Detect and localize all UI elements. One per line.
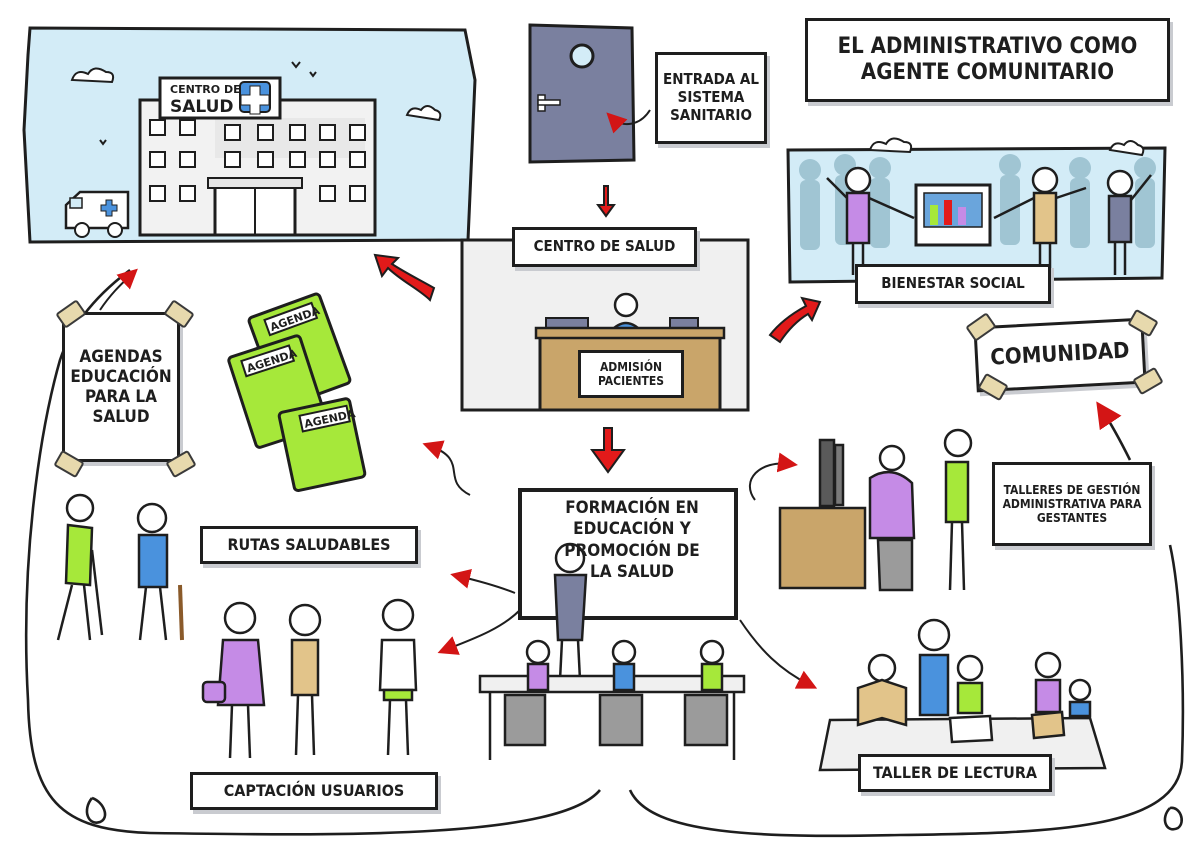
man-with-cane	[136, 502, 184, 641]
main-title-text: EL ADMINISTRATIVO COMO AGENTE COMUNITARI…	[837, 34, 1138, 85]
arrow-door-to-center	[596, 185, 616, 218]
people-holding-hands	[826, 166, 1152, 275]
cloud-icon	[868, 137, 913, 154]
cloud-icon	[70, 67, 442, 122]
small-arrows	[99, 268, 818, 689]
arrow-to-hospital	[373, 253, 436, 302]
social-label-text: BIENESTAR SOCIAL	[881, 274, 1025, 293]
social-label: BIENESTAR SOCIAL	[855, 264, 1051, 304]
recruitment-people	[201, 598, 418, 759]
picture-frame-icon	[914, 183, 992, 247]
training-label: FORMACIÓN EN EDUCACIÓN Y PROMOCIÓN DE LA…	[552, 498, 712, 610]
training-label-text: FORMACIÓN EN EDUCACIÓN Y PROMOCIÓN DE LA…	[564, 498, 700, 582]
agenda-books: AGENDA AGENDA AGENDA	[227, 292, 367, 493]
presenter	[553, 542, 588, 681]
reading-label-text: TALLER DE LECTURA	[872, 762, 1038, 782]
elderly-walker	[56, 493, 104, 641]
community-label-text: COMUNIDAD	[989, 338, 1131, 371]
cloud-icon	[1108, 140, 1145, 157]
entry-label-text: ENTRADA AL SISTEMA SANITARIO	[663, 70, 759, 124]
hospital-cross-icon	[239, 81, 271, 115]
admin-workshop-label: TALLERES DE GESTIÓN ADMINISTRATIVA PARA …	[992, 462, 1152, 546]
connector-lines	[24, 268, 1185, 838]
hospital-sign-line2: SALUD	[170, 97, 234, 117]
arrow-center-to-training	[590, 427, 626, 474]
reception-header: CENTRO DE SALUD	[512, 227, 697, 267]
recruitment-label-text: CAPTACIÓN USUARIOS	[223, 780, 405, 800]
hospital-sign-line1: CENTRO DE	[170, 83, 241, 96]
agendas-label-text: AGENDAS EDUCACIÓN PARA LA SALUD	[70, 346, 172, 428]
office-desk	[778, 428, 973, 592]
admission-label-text: ADMISIÓN PACIENTES	[597, 359, 665, 388]
agendas-label: AGENDAS EDUCACIÓN PARA LA SALUD	[62, 312, 180, 462]
recruitment-label: CAPTACIÓN USUARIOS	[190, 772, 438, 810]
social-scene	[786, 137, 1167, 284]
entry-label: ENTRADA AL SISTEMA SANITARIO	[655, 52, 767, 144]
door-icon	[528, 23, 651, 164]
book-icon	[856, 678, 908, 727]
windows	[149, 119, 366, 202]
arrow-to-social	[768, 296, 822, 344]
main-title: EL ADMINISTRATIVO COMO AGENTE COMUNITARI…	[805, 18, 1170, 102]
bird-icon	[99, 61, 317, 146]
reading-group	[818, 618, 1107, 772]
routes-label: RUTAS SALUDABLES	[200, 526, 418, 564]
admin-workshop-label-text: TALLERES DE GESTIÓN ADMINISTRATIVA PARA …	[1002, 482, 1142, 526]
reading-label: TALLER DE LECTURA	[858, 754, 1052, 792]
admission-label: ADMISIÓN PACIENTES	[578, 350, 684, 398]
hospital-scene: CENTRO DE SALUD	[22, 26, 477, 244]
classroom-desk	[478, 639, 746, 760]
reception-header-text: CENTRO DE SALUD	[533, 237, 676, 256]
ambulance-icon	[64, 190, 130, 238]
routes-label-text: RUTAS SALUDABLES	[227, 534, 391, 554]
crowd	[799, 154, 1156, 250]
